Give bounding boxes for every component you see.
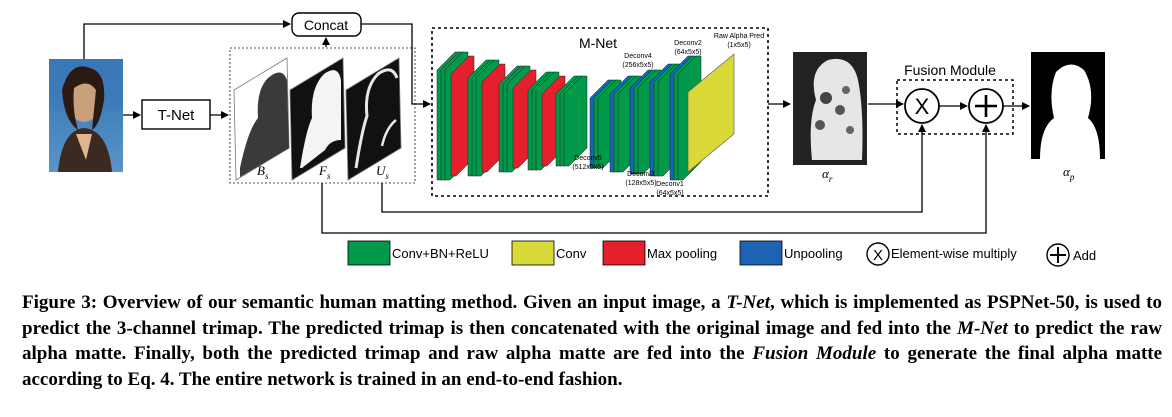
mnet-label: M-Net xyxy=(579,35,617,51)
caption-tnet: T-Net xyxy=(726,292,770,313)
label-fs-sub: s xyxy=(327,171,331,181)
legend-swatch-conv-bn-relu xyxy=(347,240,391,266)
legend-swatch-conv xyxy=(511,240,555,266)
svg-text:Fs: Fs xyxy=(318,163,331,181)
svg-text:Us: Us xyxy=(376,163,389,181)
caption-text-2: , which is implemented as PSPNet-50, is … xyxy=(22,292,1163,339)
caption-text-3: to predict the raw alpha matte. Finally,… xyxy=(22,317,1163,365)
fusion-label: Fusion Module xyxy=(904,62,996,78)
alpha-r-sub: r xyxy=(829,174,833,184)
label-us-sub: s xyxy=(385,171,389,181)
connectors xyxy=(83,20,1030,234)
legend-conv-bn-relu: Conv+BN+ReLU xyxy=(392,246,489,261)
svg-text:X: X xyxy=(915,94,930,119)
decoder-layers xyxy=(589,53,735,181)
tnet-label: T-Net xyxy=(158,107,196,124)
legend-conv: Conv xyxy=(556,246,587,261)
input-image xyxy=(49,59,123,172)
svg-text:X: X xyxy=(873,247,883,264)
caption-text-4: to generate the final alpha matte accord… xyxy=(22,343,1163,390)
trimap-us xyxy=(345,57,402,181)
tnet-block: T-Net xyxy=(141,99,211,130)
figure-caption: Figure 3: Overview of our semantic human… xyxy=(22,290,1162,392)
legend-swatch-unpooling xyxy=(739,240,783,266)
final-alpha-output: αp xyxy=(1031,52,1105,182)
layer-label-deconv1: Deconv1(64x5x5) xyxy=(656,181,684,197)
encoder-layers xyxy=(436,51,588,181)
legend-add-icon xyxy=(1046,243,1070,267)
multiply-icon: X xyxy=(904,88,940,124)
label-bs: B xyxy=(257,163,265,178)
svg-text:Bs: Bs xyxy=(257,163,269,181)
encoder-conv-layer xyxy=(563,75,588,167)
label-us: U xyxy=(376,163,387,178)
caption-fusion: Fusion Module xyxy=(752,343,877,364)
trimap-bs xyxy=(233,57,290,181)
trimap-fs xyxy=(289,57,346,181)
layer-label-deconv5: Deconv5(512x5x5) xyxy=(572,155,603,171)
legend: Conv+BN+ReLU Conv Max pooling Unpooling … xyxy=(347,240,1096,267)
add-icon xyxy=(968,88,1004,124)
fusion-module: Fusion Module X xyxy=(896,62,1014,135)
legend-unpooling: Unpooling xyxy=(784,246,843,261)
svg-text:αr: αr xyxy=(822,166,833,184)
network-diagram: T-Net Concat Bs Fs Us xyxy=(49,12,1105,267)
legend-swatch-max-pooling xyxy=(602,240,646,266)
legend-add: Add xyxy=(1073,248,1096,263)
mnet-block: M-Net Deconv4(256x5x5) Deconv2(64x5x5) R… xyxy=(431,27,769,197)
caption-text-1: Overview of our semantic human matting m… xyxy=(102,292,721,313)
caption-mnet: M-Net xyxy=(957,317,1008,339)
label-bs-sub: s xyxy=(265,171,269,181)
alpha-p-label: α xyxy=(1063,164,1071,179)
legend-max-pooling: Max pooling xyxy=(647,246,717,261)
layer-label-deconv4: Deconv4(256x5x5) xyxy=(622,53,653,69)
raw-alpha-output: αr xyxy=(793,52,867,184)
label-fs: F xyxy=(318,163,328,178)
concat-block: Concat xyxy=(291,12,362,37)
layer-label-raw-alpha: Raw Alpha Pred(1x5x5) xyxy=(714,33,764,49)
svg-text:αp: αp xyxy=(1063,164,1075,182)
layer-label-deconv2: Deconv2(64x5x5) xyxy=(674,40,702,56)
trimap-group: Bs Fs Us xyxy=(229,47,416,184)
alpha-p-sub: p xyxy=(1069,172,1075,182)
concat-label: Concat xyxy=(304,17,348,33)
layer-label-deconv3: Deconv3(128x5x5) xyxy=(625,171,656,187)
caption-figure-label: Figure 3: xyxy=(22,292,98,313)
alpha-r-label: α xyxy=(822,166,830,181)
legend-multiply-icon: X xyxy=(866,242,890,266)
legend-elementwise-multiply: Element-wise multiply xyxy=(891,246,1017,261)
raw-alpha-conv-layer xyxy=(687,53,735,173)
